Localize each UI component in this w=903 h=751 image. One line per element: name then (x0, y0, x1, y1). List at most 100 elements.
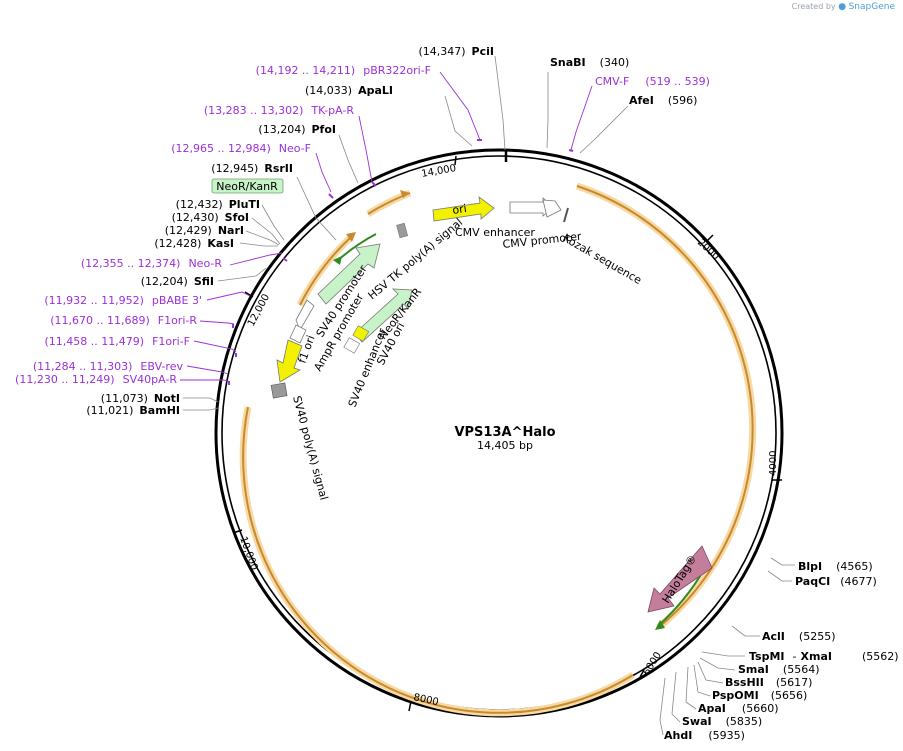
plasmid-name: VPS13A^Halo (454, 425, 555, 440)
enzyme-bamhi-name: BamHI (139, 404, 180, 417)
enzyme-bamhi-pos: (11,021) (86, 404, 133, 417)
leader-tkpar (358, 115, 373, 183)
enzyme-pfoi-pos: (13,204) (258, 123, 305, 136)
orf-arc-right[interactable] (576, 185, 754, 628)
sv40-enhancer-label: SV40 enhancer (346, 326, 390, 409)
primer-tk-pa-r[interactable]: (13,283 .. 13,302)TK-pA-R (204, 104, 355, 117)
tick-label-4000: 4000 (768, 451, 779, 476)
enzyme-apali[interactable]: (14,033)ApaLI (305, 84, 393, 97)
enzyme-acli[interactable]: AclI(5255) (762, 630, 835, 643)
enzyme-nari-name: NarI (218, 224, 244, 237)
halotag-arrow[interactable] (647, 545, 713, 613)
enzyme-pluti[interactable]: (12,432)PluTI (176, 198, 260, 211)
enzyme-snabi[interactable]: SnaBI(340) (550, 56, 629, 69)
enzyme-pcii-name: PciI (472, 45, 494, 58)
neor-kanr-arrow[interactable] (354, 288, 413, 343)
neo-orf-lower-arrowhead (346, 232, 356, 242)
enzyme-pcii-pos: (14,347) (418, 45, 465, 58)
leader-tspmi (701, 651, 745, 657)
neor-kanr-box[interactable] (211, 178, 284, 194)
kozak-mark[interactable] (563, 207, 569, 223)
primer-sv40pa-r-name: SV40pA-R (123, 373, 178, 386)
leader-bsshii (697, 661, 724, 684)
enzyme-afei[interactable]: AfeI(596) (629, 94, 697, 107)
sv40-ori-box[interactable] (352, 325, 370, 342)
primer-ebv-rev[interactable]: (11,284 .. 11,303)EBV-rev (33, 360, 184, 373)
enzyme-smai[interactable]: SmaI(5564) (738, 663, 819, 676)
enzyme-pcii[interactable]: (14,347) PciI (418, 45, 494, 58)
leader-sv40par (180, 379, 230, 383)
sv40-promoter-arrow[interactable] (317, 243, 381, 305)
enzyme-sfoi[interactable]: (12,430)SfoI (172, 211, 249, 224)
leader-apai (685, 666, 697, 710)
primer-pbr322ori-f[interactable]: (14,192 .. 14,211)pBR322ori-F (256, 64, 431, 77)
primer-cmv-f-name: CMV-F (595, 75, 629, 88)
kozak-label: Kozak sequence (561, 231, 645, 287)
enzyme-rsrii[interactable]: (12,945)RsrII (211, 162, 293, 175)
leader-smai (699, 657, 736, 671)
enzyme-ahdi[interactable]: AhdI(5935) (664, 729, 745, 742)
leader-snabi (546, 72, 549, 149)
enzyme-nari[interactable]: (12,429)NarI (165, 224, 244, 237)
tick-8000 (408, 700, 412, 712)
enzyme-kasi[interactable]: (12,428)KasI (154, 237, 234, 250)
primer-cmv-f[interactable]: CMV-F(519 .. 539) (595, 75, 710, 88)
enzyme-noti[interactable]: (11,073)NotI (101, 392, 180, 405)
feature-arrows: ori HaloTag® (270, 196, 713, 613)
leader-nari (245, 230, 280, 246)
f1-ori-arrow[interactable] (276, 339, 303, 383)
ampr-promoter-arrow[interactable] (295, 299, 315, 331)
enzyme-apali-pos: (14,033) (305, 84, 352, 97)
primer-ebv-rev-name: EBV-rev (140, 360, 183, 373)
leader-pcii (494, 55, 506, 151)
enzyme-apai[interactable]: ApaI(5660) (698, 702, 778, 715)
enzyme-kasi-name: KasI (207, 237, 234, 250)
green-arrow-neo-head (333, 256, 342, 265)
enzyme-afei-pos: (596) (668, 94, 698, 107)
orf-arcs (239, 182, 757, 717)
f1-ori-box-small[interactable] (289, 324, 307, 344)
leader-rsrii (296, 176, 337, 241)
cmv-promoter-arrow[interactable] (542, 199, 562, 218)
sv40-polya-box[interactable] (270, 382, 288, 399)
primer-f1ori-r[interactable]: (11,670 .. 11,689)F1ori-R (50, 314, 197, 327)
primer-pbabe3[interactable]: (11,932 .. 11,952)pBABE 3' (44, 294, 202, 307)
primer-mark-neof (328, 193, 334, 199)
enzyme-sfii-pos: (12,204) (141, 275, 188, 288)
enzyme-paqci[interactable]: PaqCI(4677) (795, 575, 877, 588)
enzyme-ahdi-name: AhdI (664, 729, 692, 742)
ori-label: ori (451, 202, 467, 217)
ori-arrow[interactable] (432, 196, 495, 222)
enzyme-blpi[interactable]: BlpI(4565) (798, 560, 873, 573)
sv40-enhancer-box[interactable] (343, 337, 361, 354)
enzyme-rsrii-pos: (12,945) (211, 162, 258, 175)
enzyme-sfoi-pos: (12,430) (172, 211, 219, 224)
sv40-polya-label: SV40 poly(A) signal (290, 394, 330, 501)
enzyme-tspmi-xmai[interactable]: TspMI-XmaI(5562) (749, 650, 899, 663)
enzyme-bsshii[interactable]: BssHII(5617) (725, 676, 812, 689)
enzyme-blpi-pos: (4565) (836, 560, 873, 573)
enzyme-pspomi-pos: (5656) (771, 689, 808, 702)
enzyme-xmai-pos: (5562) (862, 650, 899, 663)
enzyme-sfii[interactable]: (12,204)SfiI (141, 275, 214, 288)
primer-neo-r[interactable]: (12,355 .. 12,374)Neo-R (81, 257, 222, 270)
enzyme-pspomi[interactable]: PspOMI(5656) (712, 689, 807, 702)
enzyme-pfoi[interactable]: (13,204)PfoI (258, 123, 336, 136)
enzyme-bamhi[interactable]: (11,021) BamHI (86, 404, 180, 417)
enzyme-swai-name: SwaI (682, 715, 712, 728)
enzyme-swai[interactable]: SwaI(5835) (682, 715, 762, 728)
orf-arc-left[interactable] (242, 406, 634, 714)
tick-12000 (244, 291, 254, 298)
primer-sv40pa-r[interactable]: (11,230 .. 11,249)SV40pA-R (15, 373, 177, 386)
primer-neo-f[interactable]: (12,965 .. 12,984)Neo-F (171, 142, 311, 155)
neo-orf-lower[interactable] (299, 237, 351, 306)
leader-lines (183, 55, 795, 736)
hsv-tk-polya-box[interactable] (396, 222, 408, 239)
plasmid-size: 14,405 bp (477, 439, 533, 452)
primer-pbabe3-name: pBABE 3' (152, 294, 202, 307)
primer-f1ori-f[interactable]: (11,458 .. 11,479)F1ori-F (45, 335, 191, 348)
primer-f1ori-f-name: F1ori-F (152, 335, 190, 348)
leader-sfoi (251, 217, 281, 245)
enzyme-labels-right: BlpI(4565) PaqCI(4677) AclI(5255) TspMI-… (664, 560, 899, 742)
enzyme-tspmi-sep: - (793, 650, 797, 663)
